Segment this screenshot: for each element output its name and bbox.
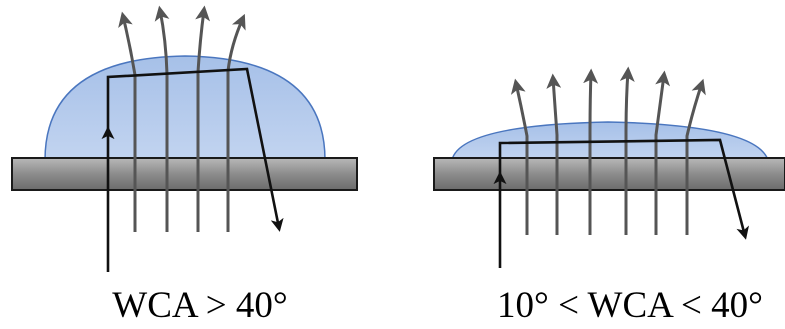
emerging-ray	[583, 68, 599, 235]
emerging-ray	[685, 78, 706, 235]
caption-low-wca: 10° < WCA < 40°	[497, 285, 763, 326]
substrate-left	[11, 157, 358, 191]
internal-reflection-path	[106, 67, 284, 232]
emerging-ray	[654, 70, 671, 235]
panel-low-wca	[433, 66, 785, 268]
emerging-ray	[619, 66, 635, 235]
water-droplet-tall	[44, 55, 326, 161]
panel-high-wca	[11, 5, 358, 272]
light-path-right	[493, 138, 749, 268]
emerging-rays-right	[510, 66, 706, 235]
internal-reflection-path	[498, 138, 749, 240]
emerging-ray	[510, 78, 529, 235]
caption-high-wca: WCA > 40°	[112, 285, 288, 326]
light-path-left	[101, 67, 284, 272]
emerging-ray	[546, 73, 562, 235]
